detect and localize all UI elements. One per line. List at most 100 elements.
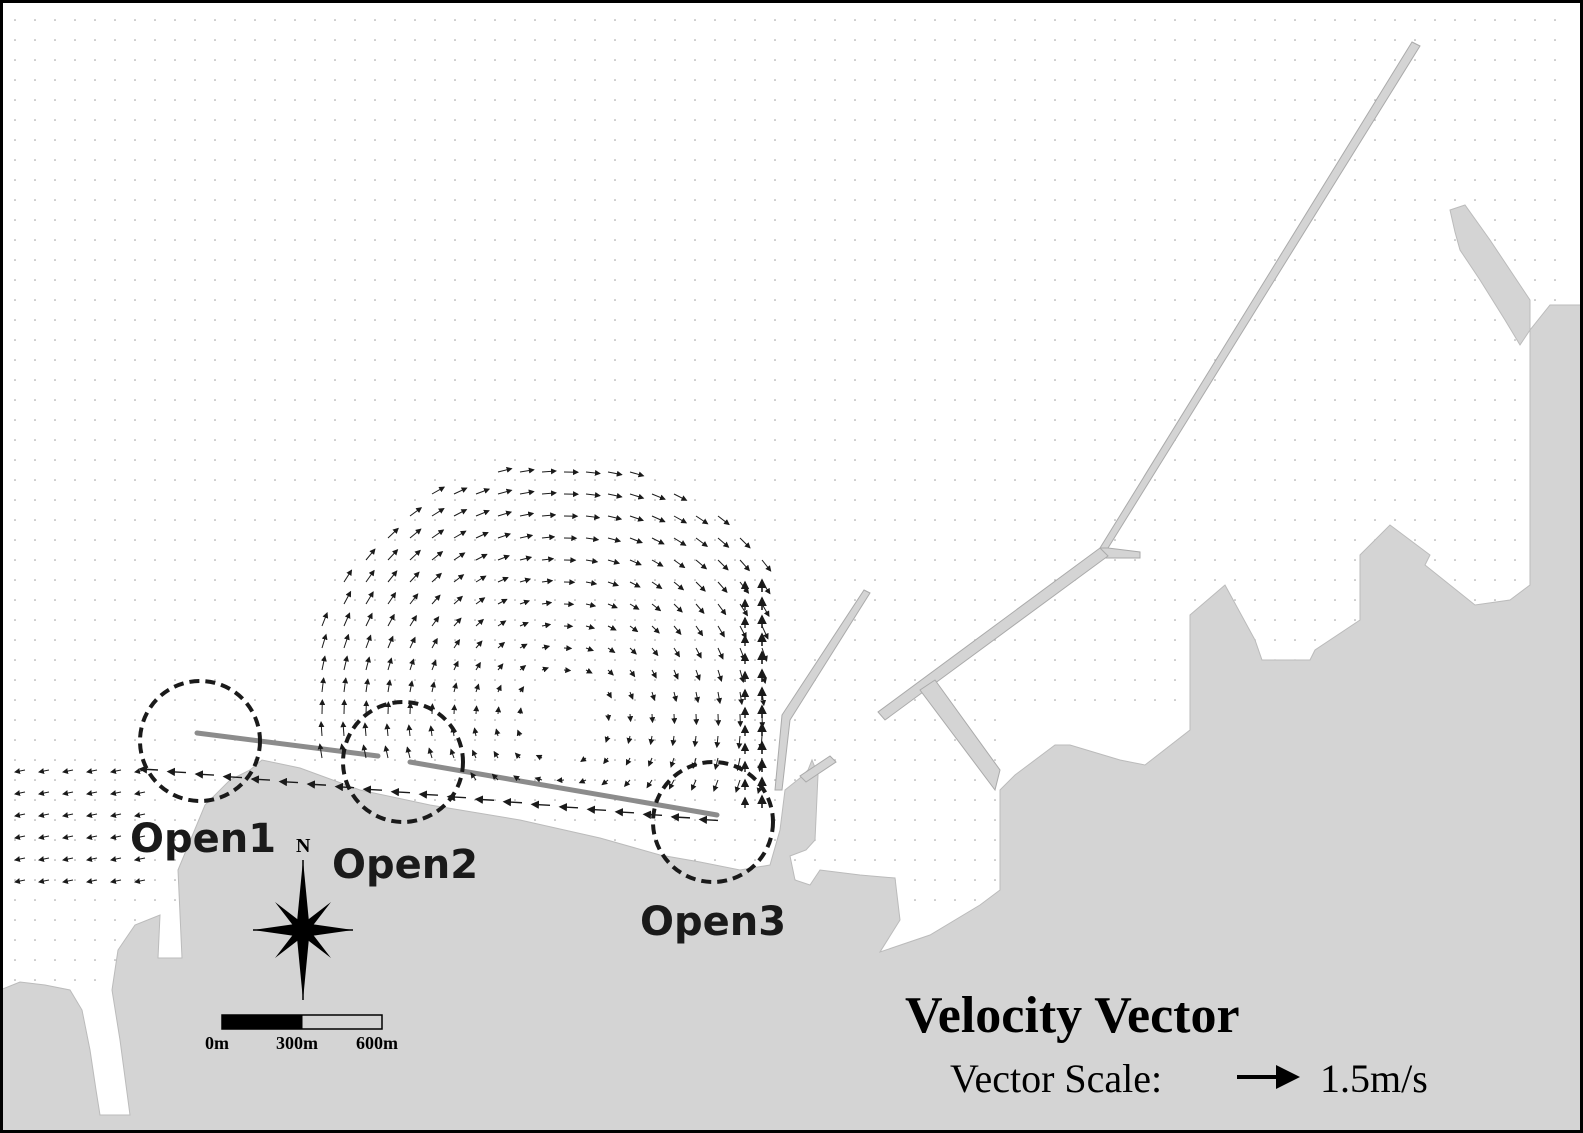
- mesh-dot: [1294, 159, 1296, 161]
- mesh-dot: [394, 19, 396, 21]
- mesh-dot: [474, 499, 476, 501]
- mesh-dot: [694, 599, 696, 601]
- mesh-dot: [54, 379, 56, 381]
- mesh-dot: [1214, 279, 1216, 281]
- mesh-dot: [934, 59, 936, 61]
- mesh-dot: [574, 599, 576, 601]
- mesh-dot: [1194, 79, 1196, 81]
- mesh-dot: [1494, 79, 1496, 81]
- mesh-dot: [1054, 59, 1056, 61]
- mesh-dot: [834, 199, 836, 201]
- mesh-dot: [94, 459, 96, 461]
- scale-tick-600: 600m: [356, 1033, 398, 1053]
- mesh-dot: [94, 499, 96, 501]
- mesh-dot: [554, 819, 556, 821]
- mesh-dot: [1154, 439, 1156, 441]
- mesh-dot: [1214, 79, 1216, 81]
- mesh-dot: [1534, 139, 1536, 141]
- mesh-dot: [734, 779, 736, 781]
- mesh-dot: [814, 719, 816, 721]
- mesh-dot: [674, 339, 676, 341]
- velocity-vector: [387, 592, 397, 605]
- mesh-dot: [1394, 99, 1396, 101]
- velocity-vector: [86, 856, 98, 862]
- mesh-dot: [154, 559, 156, 561]
- mesh-dot: [1234, 419, 1236, 421]
- mesh-dot: [574, 679, 576, 681]
- mesh-dot: [974, 539, 976, 541]
- mesh-dot: [454, 459, 456, 461]
- mesh-dot: [554, 79, 556, 81]
- mesh-dot: [1474, 379, 1476, 381]
- velocity-vector: [365, 591, 374, 605]
- mesh-dot: [634, 559, 636, 561]
- mesh-dot: [1214, 159, 1216, 161]
- mesh-dot: [1034, 479, 1036, 481]
- mesh-dot: [1054, 439, 1056, 441]
- mesh-dot: [474, 539, 476, 541]
- mesh-dot: [334, 239, 336, 241]
- mesh-dot: [1314, 259, 1316, 261]
- mesh-dot: [1094, 259, 1096, 261]
- mesh-dot: [974, 419, 976, 421]
- mesh-dot: [794, 159, 796, 161]
- mesh-dot: [574, 219, 576, 221]
- mesh-dot: [1094, 279, 1096, 281]
- mesh-dot: [274, 659, 276, 661]
- mesh-dot: [194, 559, 196, 561]
- mesh-dot: [814, 579, 816, 581]
- mesh-dot: [654, 39, 656, 41]
- mesh-dot: [614, 59, 616, 61]
- mesh-dot: [454, 439, 456, 441]
- mesh-dot: [674, 139, 676, 141]
- mesh-dot: [454, 359, 456, 361]
- mesh-dot: [494, 579, 496, 581]
- mesh-dot: [74, 659, 76, 661]
- mesh-dot: [474, 259, 476, 261]
- mesh-dot: [854, 719, 856, 721]
- mesh-dot: [234, 339, 236, 341]
- mesh-dot: [974, 119, 976, 121]
- velocity-vector: [110, 768, 122, 774]
- mesh-dot: [794, 339, 796, 341]
- mesh-dot: [454, 159, 456, 161]
- mesh-dot: [874, 119, 876, 121]
- mesh-dot: [1094, 139, 1096, 141]
- mesh-dot: [994, 879, 996, 881]
- mesh-dot: [394, 779, 396, 781]
- mesh-dot: [1054, 639, 1056, 641]
- mesh-dot: [694, 299, 696, 301]
- mesh-dot: [954, 439, 956, 441]
- mesh-dot: [1194, 319, 1196, 321]
- velocity-vector: [250, 775, 271, 784]
- mesh-dot: [734, 359, 736, 361]
- mesh-dot: [694, 339, 696, 341]
- mesh-dot: [754, 219, 756, 221]
- mesh-dot: [1394, 259, 1396, 261]
- mesh-dot: [974, 459, 976, 461]
- mesh-dot: [894, 239, 896, 241]
- mesh-dot: [534, 219, 536, 221]
- mesh-dot: [714, 779, 716, 781]
- mesh-dot: [174, 419, 176, 421]
- mesh-dot: [1034, 359, 1036, 361]
- mesh-dot: [74, 419, 76, 421]
- mesh-dot: [1254, 379, 1256, 381]
- mesh-dot: [1174, 619, 1176, 621]
- mesh-dot: [414, 159, 416, 161]
- mesh-dot: [194, 539, 196, 541]
- mesh-dot: [214, 539, 216, 541]
- mesh-dot: [1354, 579, 1356, 581]
- mesh-dot: [534, 59, 536, 61]
- mesh-dot: [1294, 599, 1296, 601]
- mesh-dot: [674, 419, 676, 421]
- velocity-vector: [475, 597, 486, 605]
- mesh-dot: [614, 259, 616, 261]
- mesh-dot: [1174, 559, 1176, 561]
- mesh-dot: [954, 299, 956, 301]
- mesh-dot: [1394, 219, 1396, 221]
- mesh-dot: [274, 219, 276, 221]
- mesh-dot: [714, 299, 716, 301]
- mesh-dot: [894, 579, 896, 581]
- mesh-dot: [854, 599, 856, 601]
